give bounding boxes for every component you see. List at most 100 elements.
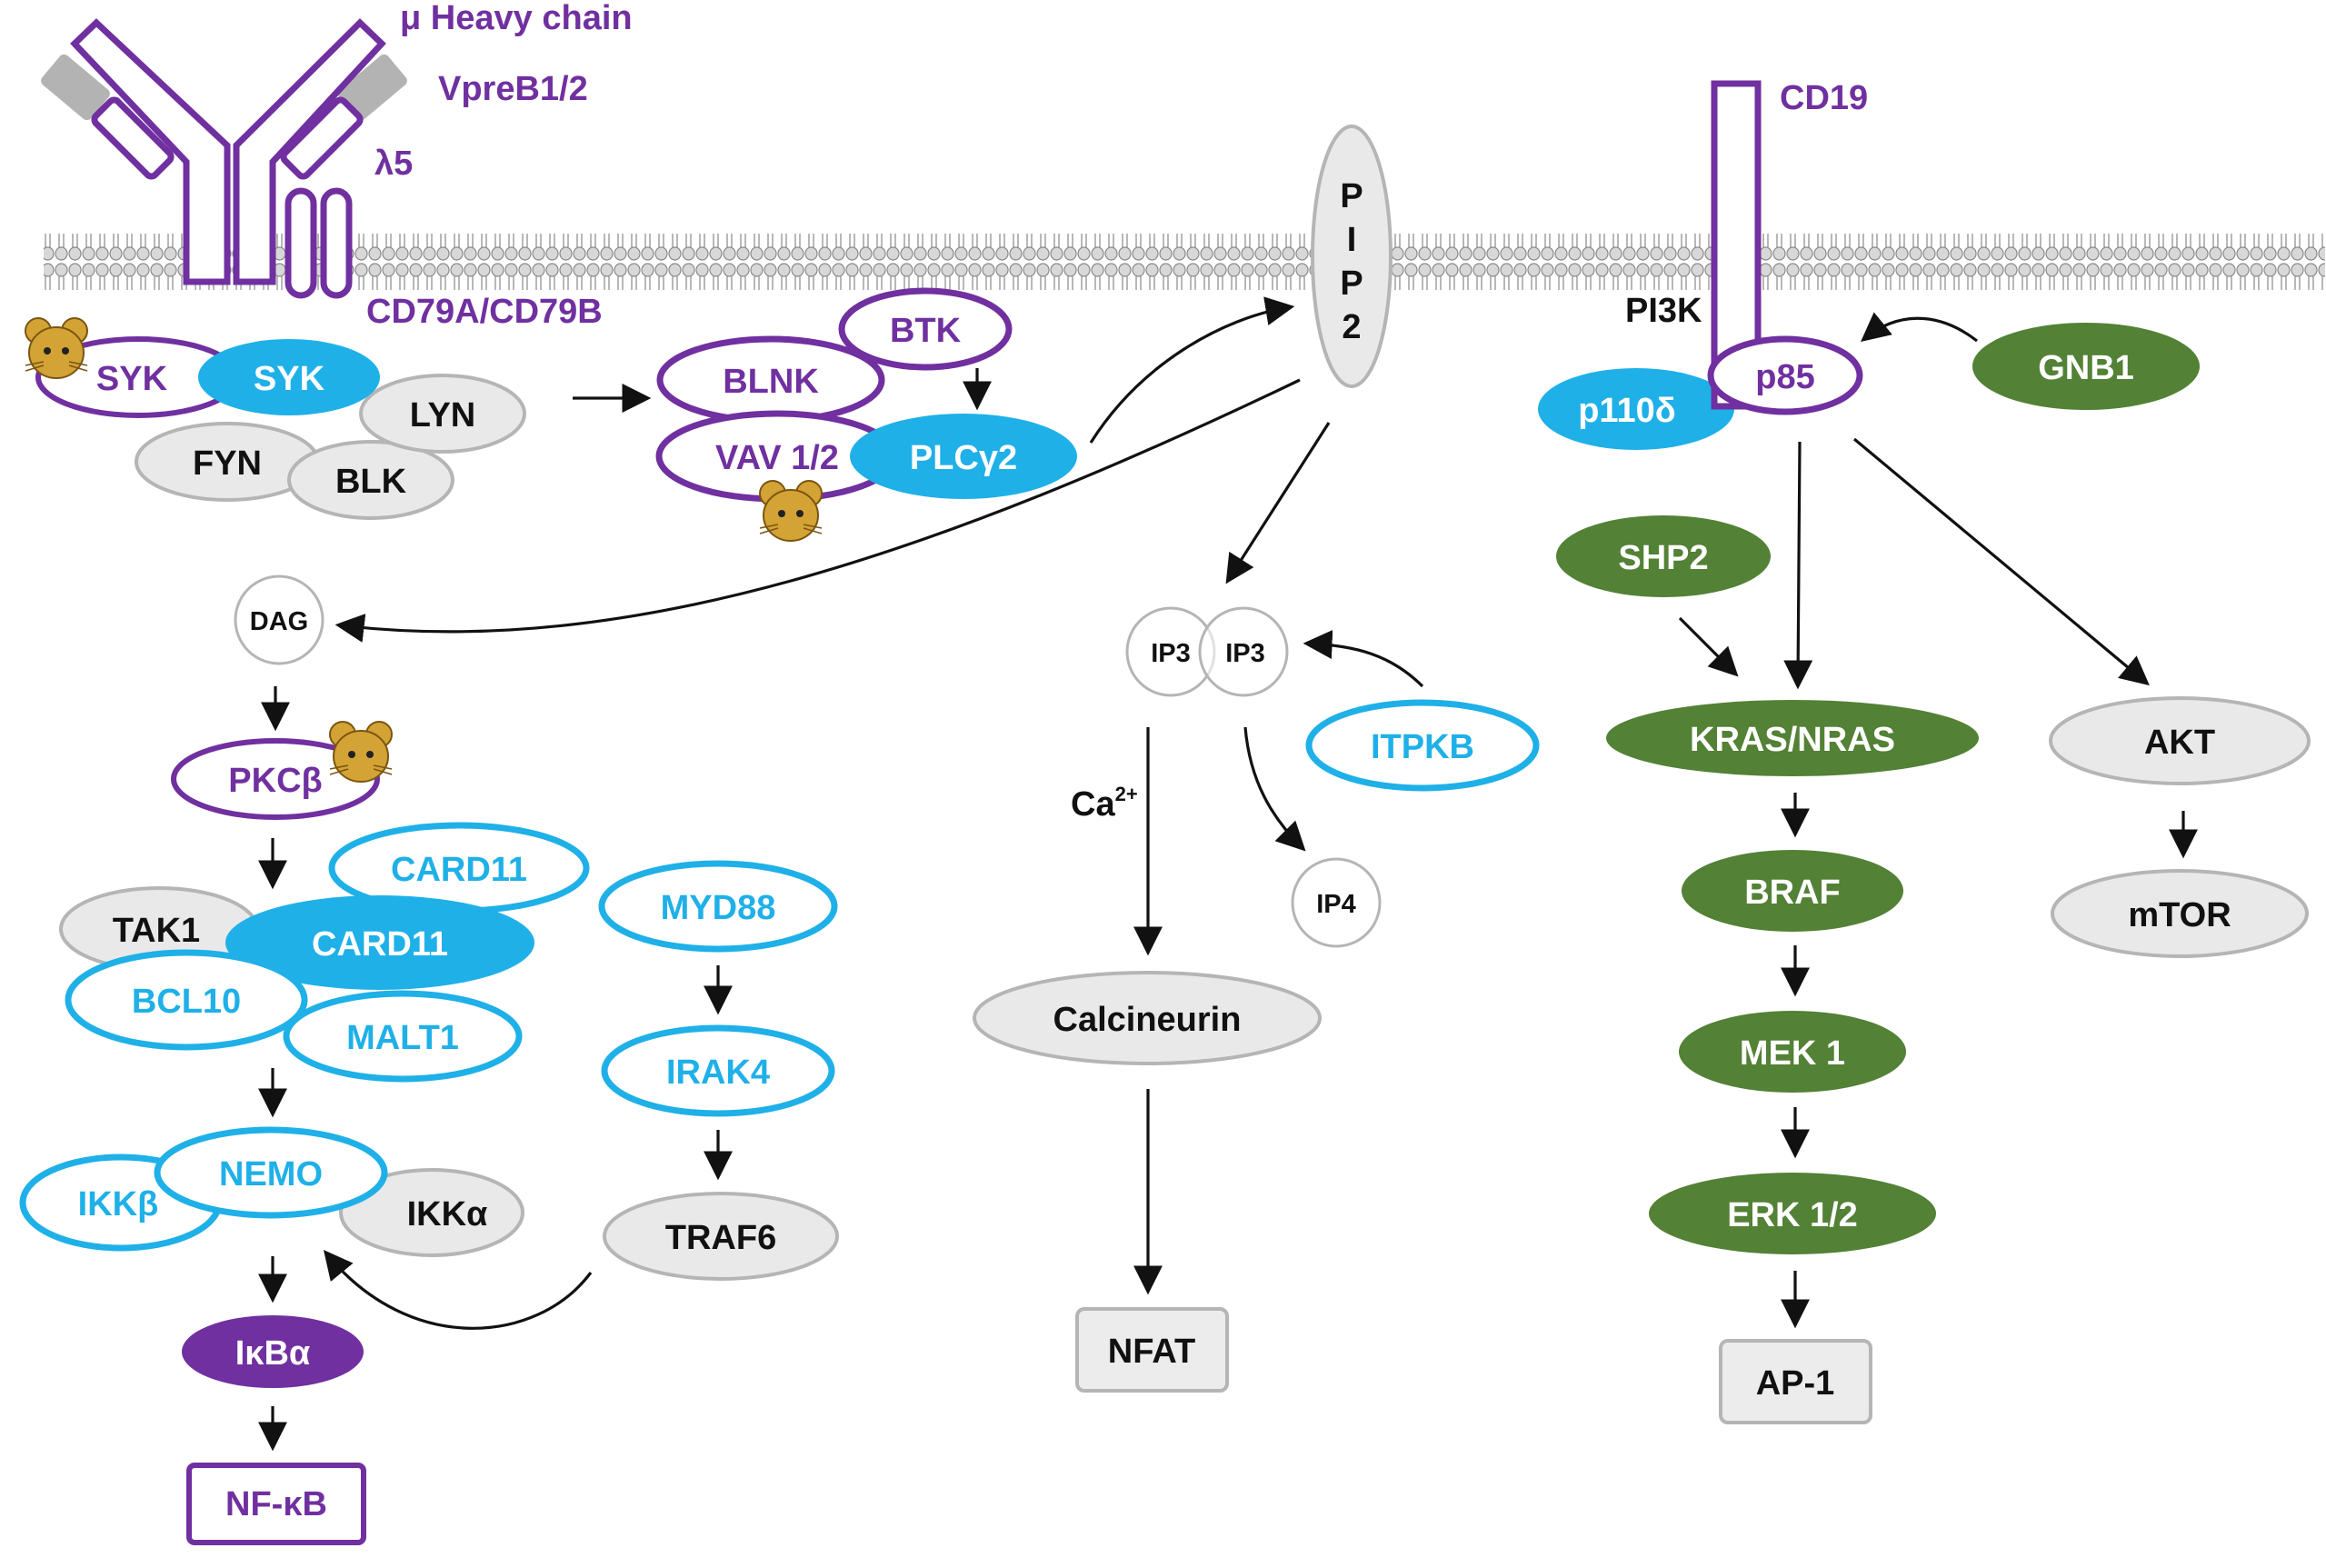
pkcb-node xyxy=(171,738,380,820)
ikba-node xyxy=(182,1315,364,1388)
mouse-icon xyxy=(25,317,88,379)
tak1-label: TAK1 xyxy=(113,912,200,950)
arrow-plcg2-to-pip2 xyxy=(1089,296,1295,444)
light-chain-right xyxy=(280,96,364,180)
btk-label: BTK xyxy=(890,312,962,350)
p85-label: p85 xyxy=(1755,358,1814,396)
syk-label-1: SYK xyxy=(96,360,168,398)
p85-node xyxy=(1707,335,1863,415)
ikka-label: IKKα xyxy=(407,1195,488,1233)
arrow-ip3-to-ip4 xyxy=(1243,726,1306,852)
nemo-node xyxy=(154,1126,388,1219)
nemo-label: NEMO xyxy=(219,1155,323,1193)
arrow-itpkb-to-ip3 xyxy=(1303,630,1424,688)
ikkb-label: IKKβ xyxy=(78,1185,159,1223)
erk-node xyxy=(1649,1173,1936,1254)
plcg2-node xyxy=(850,414,1077,499)
vpreb-label: VpreB1/2 xyxy=(438,70,588,108)
ikba-label: IκBα xyxy=(235,1334,311,1373)
heavy-chain-label: μ Heavy chain xyxy=(400,0,633,37)
myd88-node xyxy=(598,860,838,953)
arrow-shp2-to-kras xyxy=(1678,616,1739,677)
nfkb-box xyxy=(186,1463,366,1545)
arrow-pip2-to-ip3 xyxy=(1225,422,1331,584)
erk-label: ERK 1/2 xyxy=(1727,1196,1858,1234)
malt1-label: MALT1 xyxy=(346,1019,459,1057)
vav-label: VAV 1/2 xyxy=(715,439,839,477)
vpreb-right xyxy=(338,54,407,121)
nfat-label: NFAT xyxy=(1108,1333,1195,1371)
ap1-label: AP-1 xyxy=(1756,1364,1835,1403)
card11-label-1: CARD11 xyxy=(391,851,527,889)
traf6-node xyxy=(603,1192,839,1281)
blnk-label: BLNK xyxy=(723,363,819,401)
pi3k-label: PI3K xyxy=(1625,292,1702,330)
cd79a xyxy=(285,187,317,299)
heavy-chain-right xyxy=(233,18,386,285)
heavy-chain-left xyxy=(70,18,231,285)
irak4-node xyxy=(601,1024,835,1117)
kras-label: KRAS/NRAS xyxy=(1690,721,1895,759)
itpkb-node xyxy=(1305,699,1540,792)
lyn-label: LYN xyxy=(410,396,476,434)
calcium-superscript: 2+ xyxy=(1115,783,1138,805)
mtor-node xyxy=(2051,869,2309,958)
blk-label: BLK xyxy=(335,463,407,501)
card11-label-2: CARD11 xyxy=(312,925,448,964)
calcineurin-node xyxy=(973,971,1322,1065)
shp2-label: SHP2 xyxy=(1618,539,1708,577)
p110d-node xyxy=(1538,368,1734,450)
akt-node xyxy=(2049,696,2311,785)
fyn-label: FYN xyxy=(193,444,262,483)
pip2-letter-4: 2 xyxy=(1342,308,1361,346)
vpreb-left xyxy=(41,54,110,121)
bcl10-node xyxy=(65,949,308,1051)
ip3-label-1: IP3 xyxy=(1151,639,1191,668)
syk-label-2: SYK xyxy=(254,360,325,398)
mouse-icon xyxy=(759,480,823,542)
ip3-label-2: IP3 xyxy=(1225,639,1265,668)
mek-node xyxy=(1679,1011,1906,1093)
ikka-node xyxy=(339,1168,524,1257)
pkcb-label: PKCβ xyxy=(228,762,322,800)
card11-node-filled xyxy=(225,895,534,990)
gnb1-node xyxy=(1972,323,2200,410)
arrow-p85-to-akt xyxy=(1852,437,2150,686)
calcium-label: Ca2+ xyxy=(1071,783,1138,824)
myd88-label: MYD88 xyxy=(661,889,776,927)
ip4-node xyxy=(1291,857,1382,948)
lyn-node xyxy=(359,374,526,454)
light-chain-left xyxy=(91,96,175,180)
kras-node xyxy=(1606,700,1979,776)
btk-node xyxy=(838,287,1013,371)
cell-membrane xyxy=(44,227,2325,293)
malt1-node xyxy=(283,990,523,1083)
mouse-icon xyxy=(329,721,393,783)
p110d-label: p110δ xyxy=(1578,392,1676,430)
ip4-label: IP4 xyxy=(1316,890,1356,919)
pip2-letter-2: I xyxy=(1347,221,1357,259)
irak4-label: IRAK4 xyxy=(666,1054,770,1092)
bcl10-label: BCL10 xyxy=(132,983,241,1021)
blk-node xyxy=(287,440,454,520)
syk-node-human xyxy=(198,339,380,415)
dag-label: DAG xyxy=(250,607,308,636)
arrow-traf6-to-ikk xyxy=(323,1250,593,1330)
ip3-node-2 xyxy=(1198,606,1289,697)
pip2-node xyxy=(1311,125,1393,388)
traf6-label: TRAF6 xyxy=(665,1219,776,1257)
braf-label: BRAF xyxy=(1744,874,1841,912)
arrow-pip2-to-dag xyxy=(334,378,1301,643)
gnb1-label: GNB1 xyxy=(2038,349,2134,387)
pip2-letter-1: P xyxy=(1340,177,1363,215)
pip2-letter-3: P xyxy=(1340,265,1363,303)
shp2-node xyxy=(1556,515,1771,597)
mek-label: MEK 1 xyxy=(1740,1034,1845,1073)
cd79b xyxy=(320,187,353,299)
cd79-label: CD79A/CD79B xyxy=(366,293,603,331)
calcineurin-label: Calcineurin xyxy=(1053,1001,1242,1039)
itpkb-label: ITPKB xyxy=(1371,728,1474,766)
akt-label: AKT xyxy=(2144,724,2215,762)
pre-bcr-receptor xyxy=(41,18,407,299)
